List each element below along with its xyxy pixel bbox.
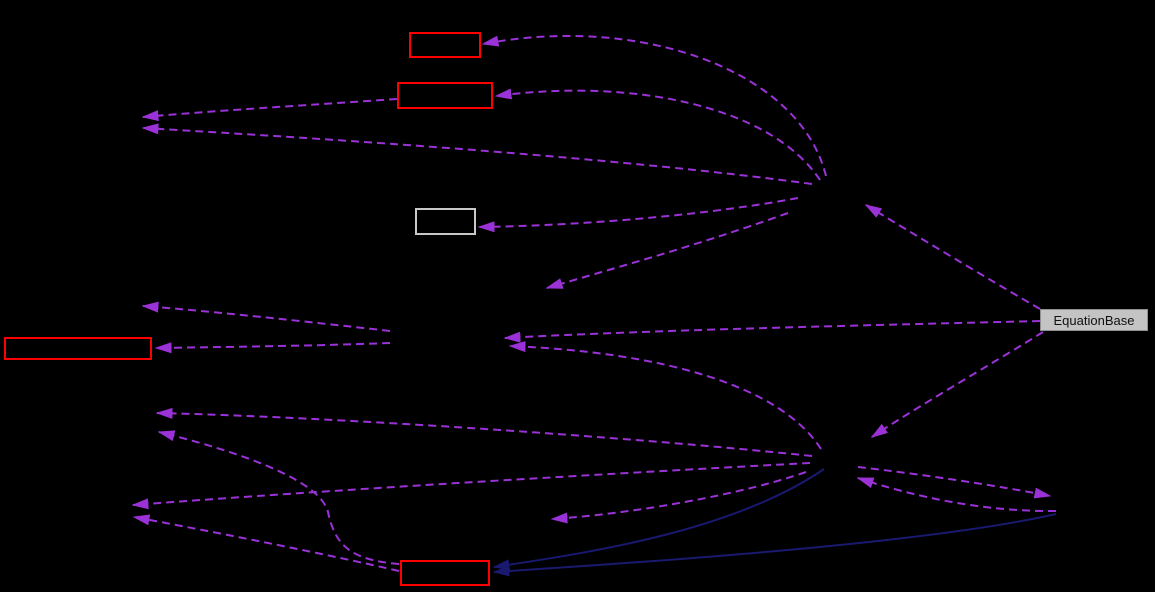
edge-node-h-to-box-bottom [492,513,1057,577]
edge-equationbase-to-center [503,320,1041,343]
edge-hub2-to-node-h [857,466,1052,499]
class-node-red-box-top-2[interactable] [397,82,493,109]
edge-box-bottom-to-node-d [157,430,400,565]
edge-hub1-to-node-a-lower [141,123,813,185]
class-node-red-box-top-1[interactable] [409,32,481,58]
edge-node-h-to-hub2 [856,477,1057,513]
edge-hub2-to-center [508,341,822,450]
edge-hub2-to-node-g [550,471,807,524]
class-node-equation-base: EquationBase [1040,309,1148,331]
class-node-red-box-bottom[interactable] [400,560,490,586]
edge-hub2-to-node-c [155,407,813,457]
edge-hub2-to-node-e-upper [131,462,811,510]
edge-hub1-to-gray-box [477,197,799,233]
class-node-gray-box-middle[interactable] [415,208,476,235]
edge-center-to-node-b [141,301,391,332]
class-node-red-box-left[interactable] [4,337,152,360]
edge-center-to-red-box-left [154,342,391,354]
edge-hub1-to-red-box-top-1 [481,34,827,177]
edge-box-top-2-to-node-a-upper [141,98,398,122]
edge-hub2-to-box-bottom [492,468,825,571]
edge-box-bottom-to-node-e-lower [132,514,400,572]
edge-hub1-to-red-box-top-2 [494,88,821,181]
edge-equationbase-to-hub1 [864,204,1041,310]
edge-equationbase-to-hub2 [870,331,1044,438]
edge-hub1-to-node-f [545,212,789,289]
